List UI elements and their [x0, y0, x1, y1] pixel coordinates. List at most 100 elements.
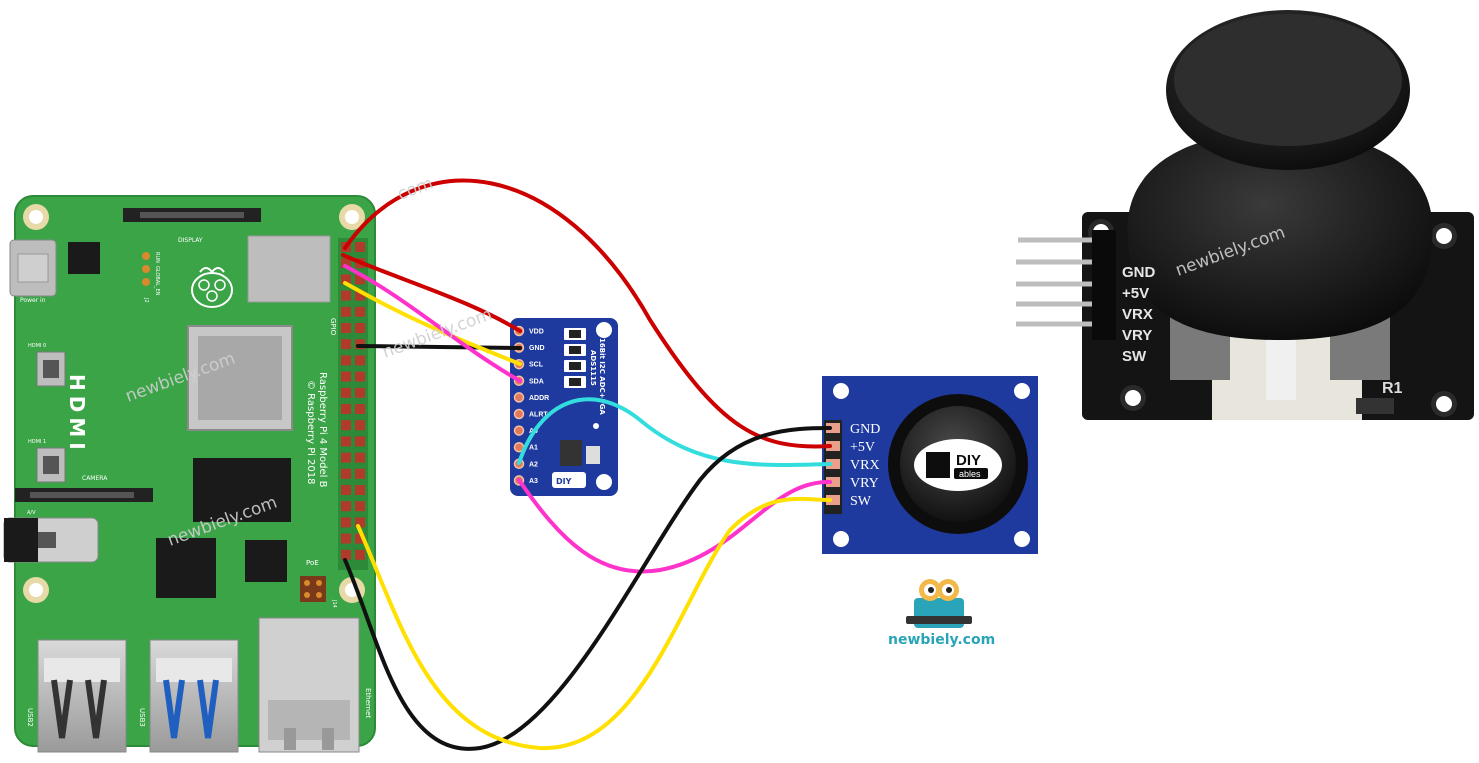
newbiely-brand: newbiely.com [888, 579, 995, 648]
joystick-pin [826, 441, 840, 451]
ads-pin-label-alrt: ALRT [529, 412, 548, 419]
ethernet-port [258, 617, 360, 753]
camera-label: CAMERA [82, 475, 108, 482]
joystick-pin-label-0: GND [850, 422, 880, 437]
joystick-pin-label-1: +5V [850, 440, 875, 455]
ethernet-label: Ethernet [364, 688, 372, 718]
ads-pin-label-gnd: GND [529, 345, 545, 352]
gpio-pin [355, 436, 365, 447]
gpio-pin [341, 549, 351, 560]
ads-title-1: 16Bit I2C ADC+PGA [598, 338, 606, 415]
joystick-pin [826, 495, 840, 505]
gpio-pin [355, 290, 365, 301]
j14-label: J14 [331, 599, 337, 608]
ads-pin-alrt [513, 408, 525, 420]
gpio-pin [341, 533, 351, 544]
gpio-pin [341, 274, 351, 285]
photo-pin-label-4: SW [1122, 348, 1147, 365]
power-in-label: Power in [20, 297, 46, 304]
gpio-pin [355, 387, 365, 398]
hdmi-label: HDMI [65, 374, 89, 455]
gpio-pin [355, 355, 365, 366]
ads-pin-label-a2: A2 [529, 461, 538, 468]
gpio-pin [341, 339, 351, 350]
diyables-logo-subtext: ables [959, 469, 981, 479]
wire-vdd-ads [341, 253, 522, 333]
wires [341, 178, 832, 751]
gpio-pin [355, 323, 365, 333]
gpio-pin [355, 404, 365, 414]
pi-model-label: Raspberry Pi 4 Model B [317, 372, 328, 488]
wire-gnd-ads [356, 344, 522, 350]
display-label: DISPLAY [178, 237, 203, 244]
gpio-pin [355, 420, 365, 431]
joystick-pin-label-4: SW [850, 494, 872, 509]
raspberry-logo [191, 267, 233, 308]
wire-scl [343, 281, 522, 366]
gpio-pin [341, 258, 351, 269]
wire-gnd-joystick [343, 426, 832, 751]
joystick-module: DIY ables GND +5V VRX VRY SW [822, 376, 1038, 554]
gpio-pin [355, 533, 365, 544]
ads-pin-label-vdd: VDD [529, 329, 544, 336]
gpio-pin [341, 436, 351, 447]
gpio-pin [355, 485, 365, 495]
gpio-pin [355, 549, 365, 560]
gpio-pin [341, 452, 351, 463]
usb2-port [37, 639, 127, 753]
r1-label: R1 [1382, 380, 1403, 397]
gpio-pin [341, 420, 351, 431]
ads-logo: DIY [556, 477, 572, 486]
global-en-label: GLOBAL_EN [154, 266, 160, 296]
watermark-5: com [395, 173, 436, 204]
wire-sw [356, 496, 832, 751]
photo-header-pins [1016, 237, 1104, 327]
gpio-pin [355, 371, 365, 382]
gpio-pin [355, 501, 365, 512]
wire-vrx [517, 397, 832, 467]
gpio-pin [341, 485, 351, 495]
photo-pin-label-1: +5V [1122, 285, 1149, 302]
gpio-pin [355, 274, 365, 285]
ads-pin-label-scl: SCL [529, 362, 544, 369]
ads-pin-label-a3: A3 [529, 478, 538, 485]
photo-pin-label-2: VRX [1122, 306, 1153, 323]
gpio-pin [341, 290, 351, 301]
ads-title-2: ADS1115 [589, 350, 597, 386]
ads-pin-a0 [513, 425, 525, 436]
joystick-module-pins: GND +5V VRX VRY SW [826, 422, 880, 509]
wire-sda [343, 264, 522, 383]
usb3-label: USB3 [138, 708, 146, 727]
j2-label: J2 [143, 297, 149, 303]
gpio-pin [341, 468, 351, 479]
photo-pin-label-3: VRY [1122, 327, 1152, 344]
ads-pin-addr [513, 392, 525, 403]
gpio-pin [341, 517, 351, 528]
usb2-label: USB2 [26, 708, 34, 727]
gpio-pin [341, 404, 351, 414]
gpio-pin [355, 452, 365, 463]
joystick-pin [826, 423, 840, 433]
brand-text: newbiely.com [888, 632, 995, 648]
hdmi0-label: HDMI 0 [28, 343, 46, 349]
poe-label: PoE [306, 559, 319, 567]
gpio-pin [355, 517, 365, 528]
pi-copyright-label: © Raspberry Pi 2018 [305, 380, 316, 484]
wire-vry [517, 478, 832, 574]
gpio-label: GPIO [329, 318, 337, 336]
av-label: A/V [27, 510, 36, 516]
run-label: RUN [154, 252, 160, 263]
gpio-pin [341, 371, 351, 382]
usb3-port [149, 639, 239, 753]
hdmi1-label: HDMI 1 [28, 439, 46, 445]
joystick-pin-label-3: VRY [850, 476, 879, 491]
gpio-pin [341, 355, 351, 366]
gpio-pin [341, 387, 351, 398]
gpio-pin [355, 242, 365, 252]
joystick-pin-label-2: VRX [850, 458, 880, 473]
joystick-pin [826, 459, 840, 469]
diyables-logo-text: DIY [956, 452, 981, 469]
